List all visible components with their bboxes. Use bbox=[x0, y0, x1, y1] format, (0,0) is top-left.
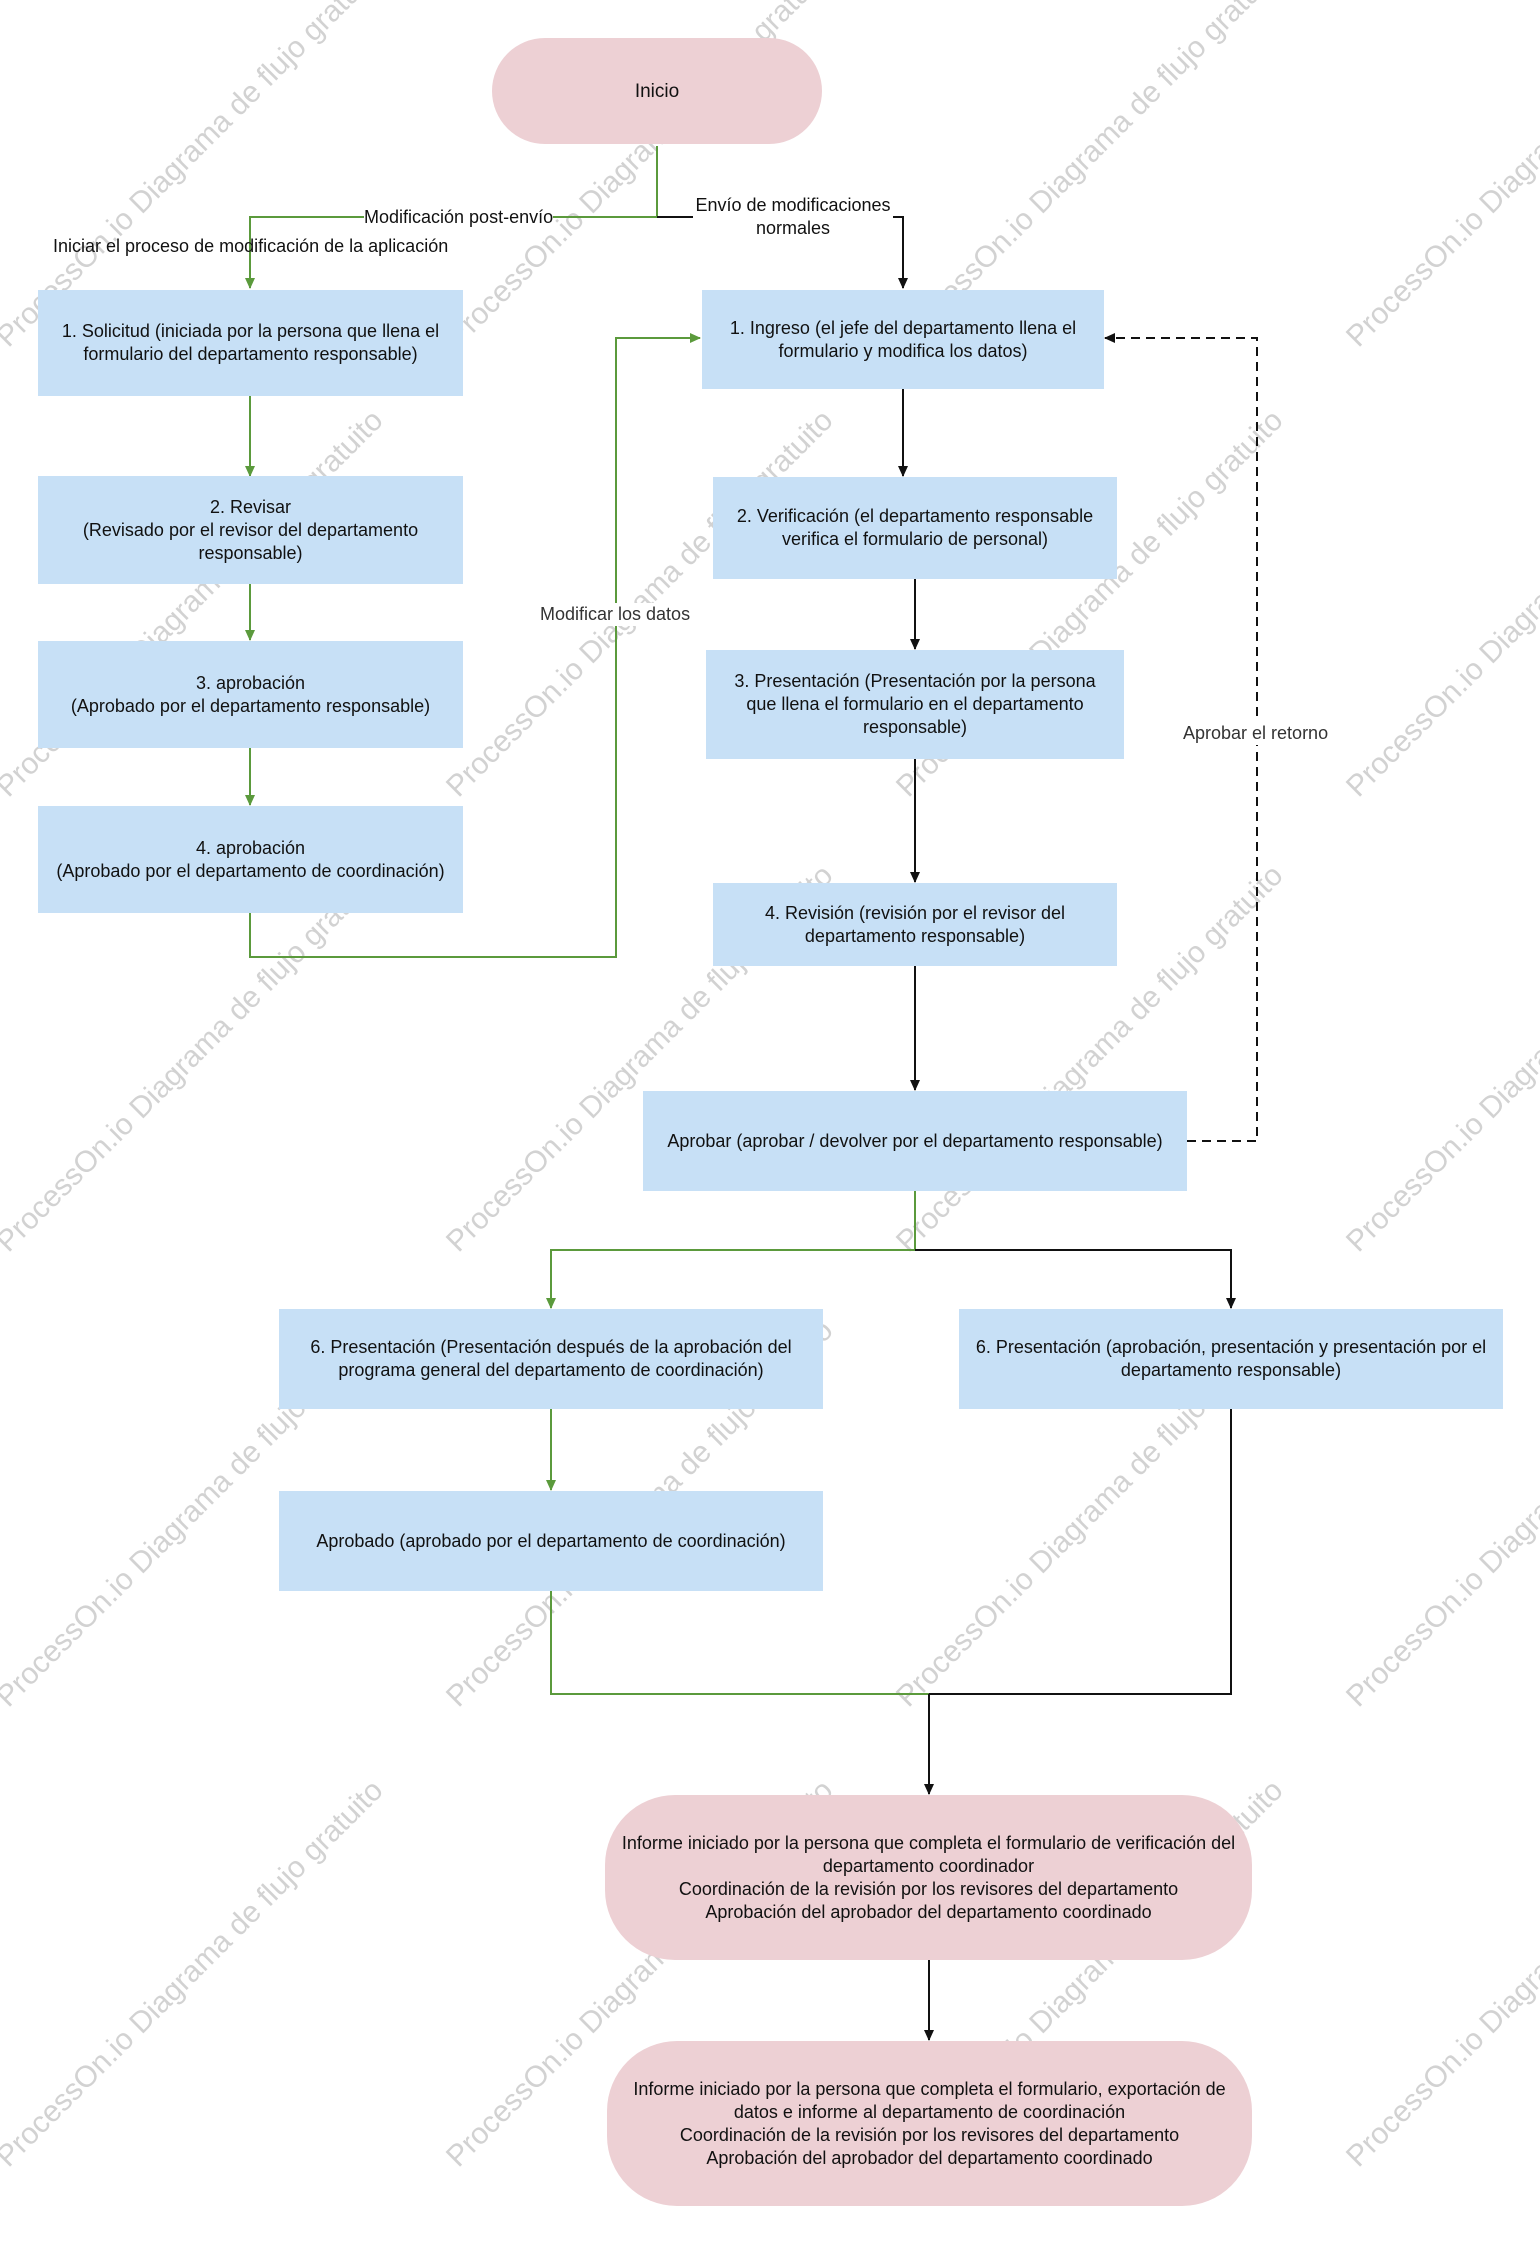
label-normal-submit: Envío de modificaciones normales bbox=[693, 194, 893, 240]
label-modify-data: Modificar los datos bbox=[540, 603, 691, 626]
left-step3-aprobacion: 3. aprobación (Aprobado por el departame… bbox=[38, 641, 463, 748]
edge-approve-to-p6a bbox=[546, 1191, 916, 1309]
label-start-process: Iniciar el proceso de modificación de la… bbox=[53, 236, 449, 256]
report1-node: Informe iniciado por la persona que comp… bbox=[605, 1795, 1252, 1960]
start-node: Inicio bbox=[492, 38, 822, 144]
right-step1-ingreso: 1. Ingreso (el jefe del departamento lle… bbox=[702, 290, 1104, 389]
left-step2-revisar: 2. Revisar (Revisado por el revisor del … bbox=[38, 476, 463, 584]
right-step4-revision: 4. Revisión (revisión por el revisor del… bbox=[713, 883, 1117, 966]
right-step3-presentacion: 3. Presentación (Presentación por la per… bbox=[706, 650, 1124, 759]
approve-node: Aprobar (aprobar / devolver por el depar… bbox=[643, 1091, 1187, 1191]
edge-p6b-merge bbox=[929, 1409, 1232, 1695]
edge-approved-merge bbox=[550, 1591, 929, 1695]
left-step1-solicitud: 1. Solicitud (iniciada por la persona qu… bbox=[38, 290, 463, 396]
label-post-submit: Modificación post-envío bbox=[364, 206, 554, 229]
label-approve-return: Aprobar el retorno bbox=[1183, 722, 1329, 745]
left-step4-aprobacion: 4. aprobación (Aprobado por el departame… bbox=[38, 806, 463, 913]
approved-coordination: Aprobado (aprobado por el departamento d… bbox=[279, 1491, 823, 1591]
edge-l4-to-r1 bbox=[249, 333, 701, 958]
presentation6-responsible: 6. Presentación (aprobación, presentació… bbox=[959, 1309, 1503, 1409]
report2-node: Informe iniciado por la persona que comp… bbox=[607, 2041, 1252, 2206]
right-step2-verificacion: 2. Verificación (el departamento respons… bbox=[713, 477, 1117, 579]
edge-approve-to-p6b bbox=[915, 1249, 1236, 1309]
presentation6-coordination: 6. Presentación (Presentación después de… bbox=[279, 1309, 823, 1409]
